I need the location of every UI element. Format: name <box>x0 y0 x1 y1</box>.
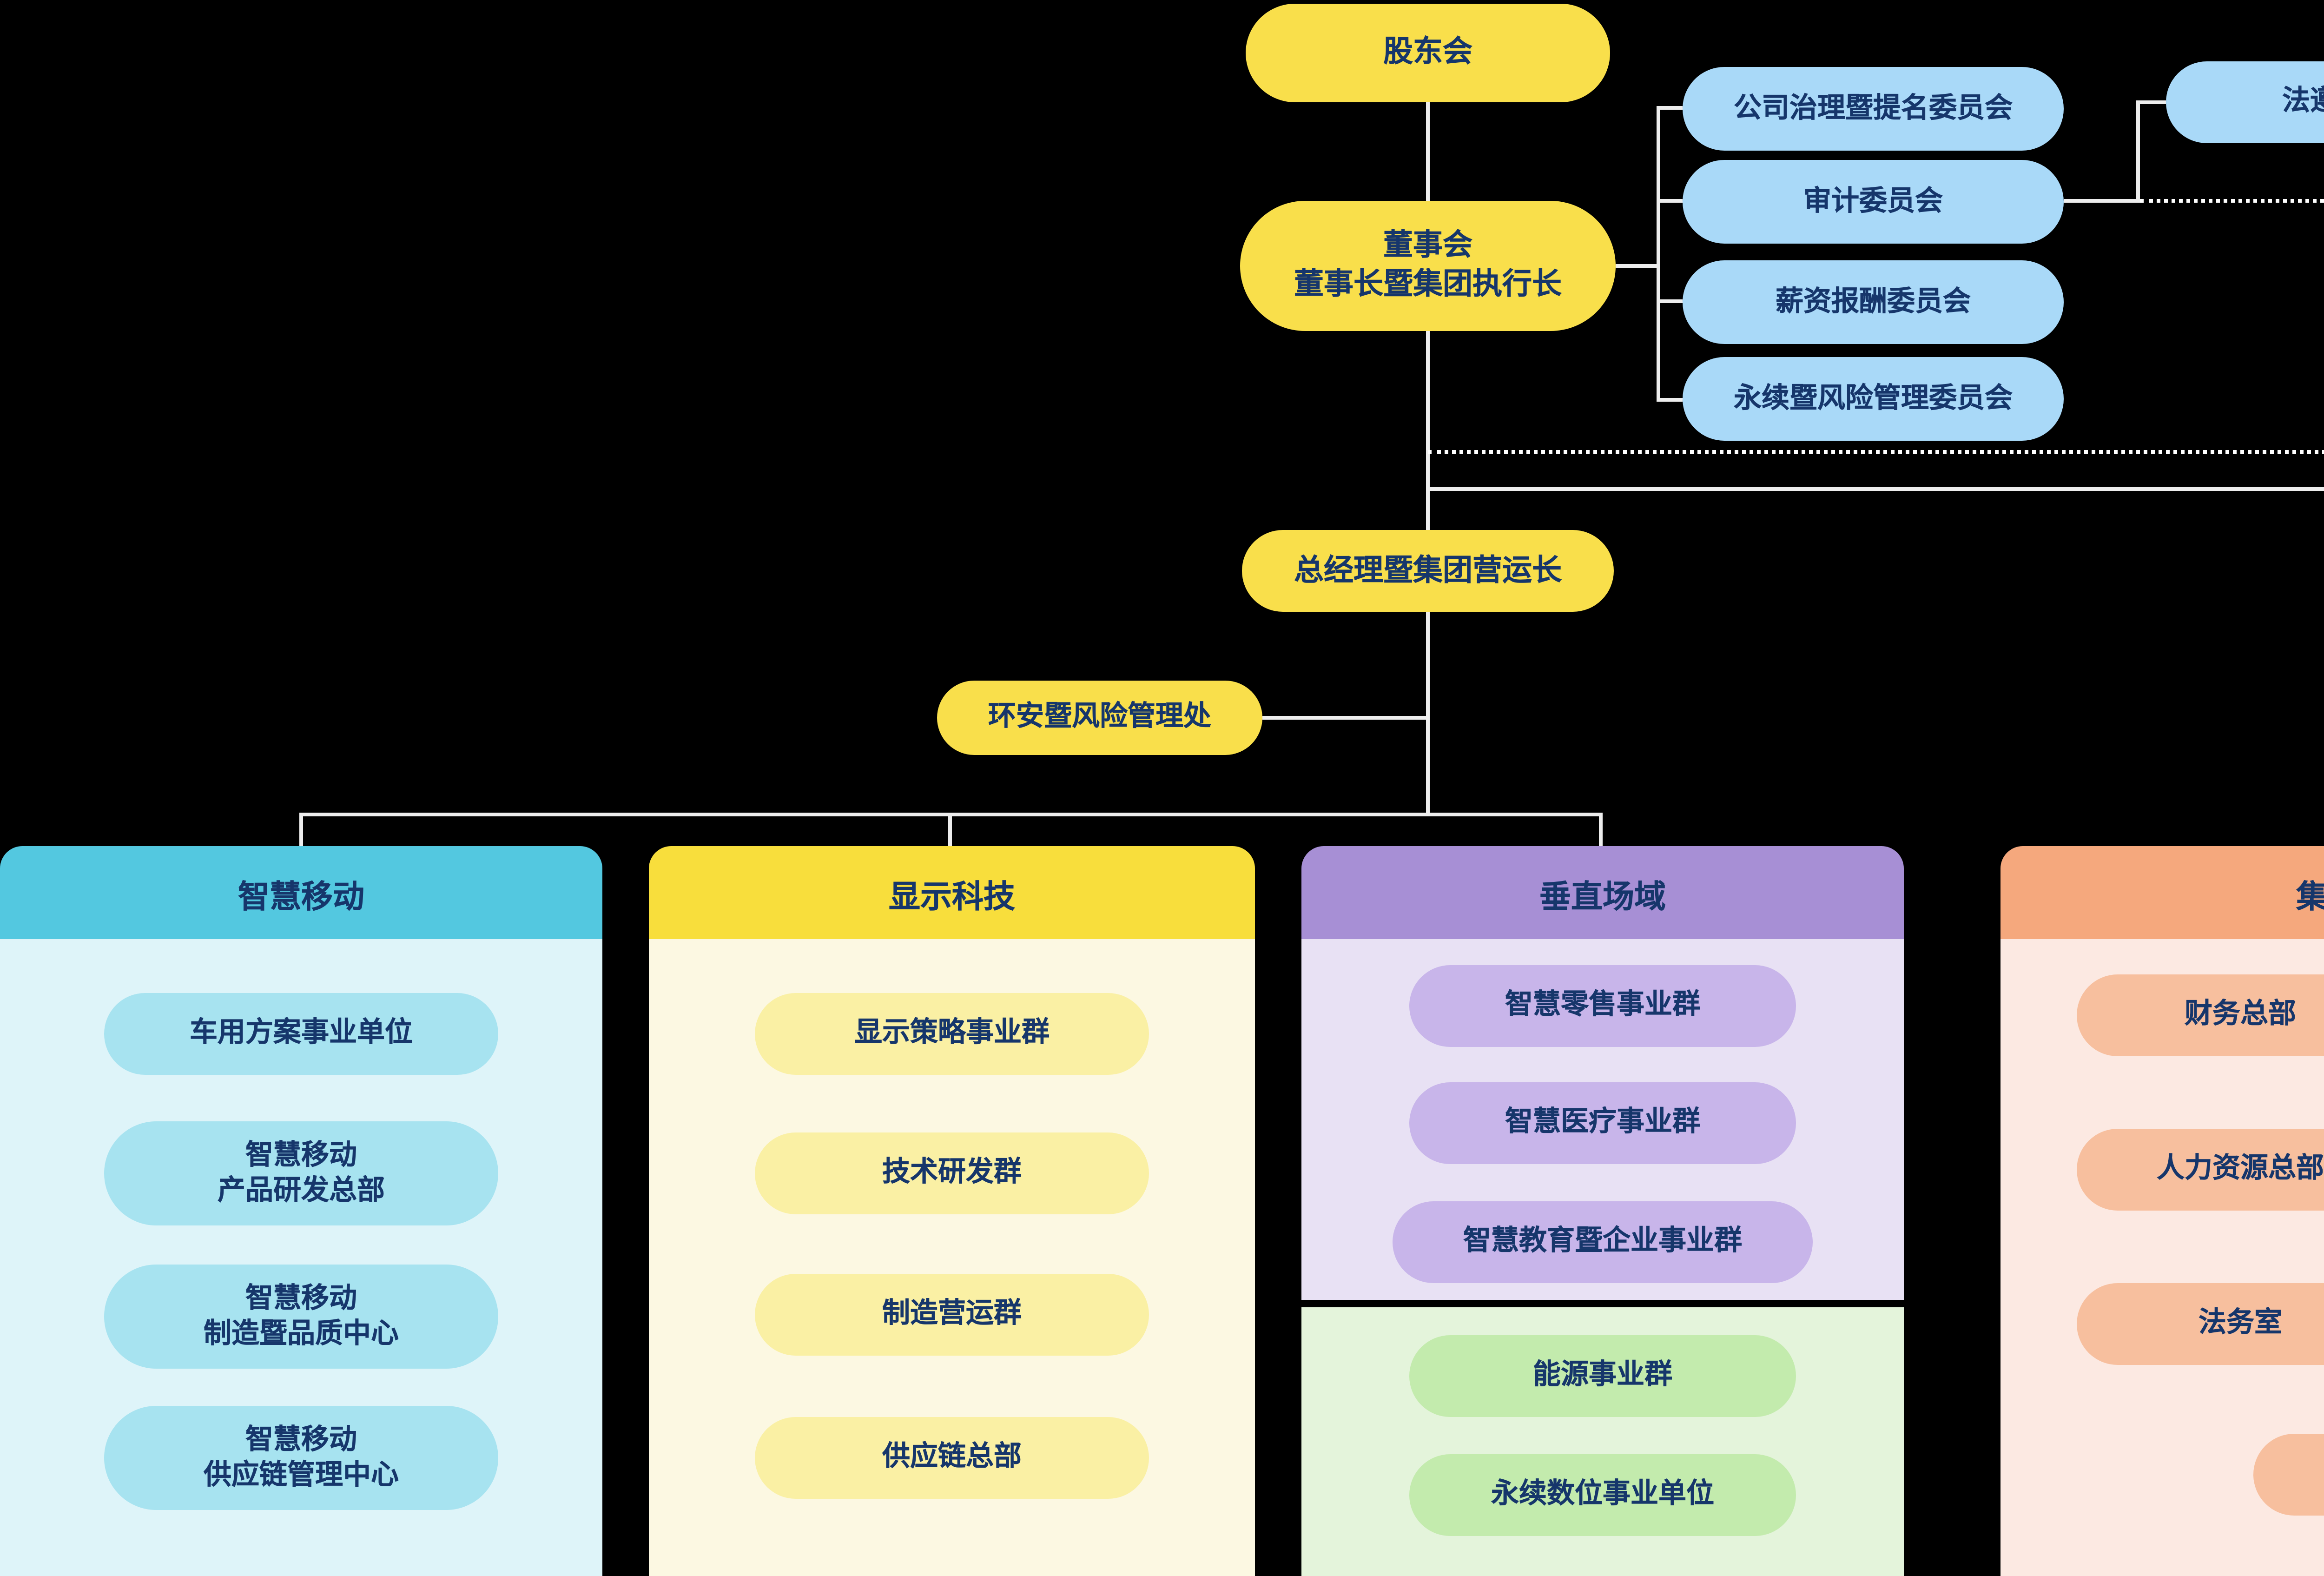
group-item: 智慧移动 产品研发总部 <box>104 1121 498 1225</box>
connector-line <box>1599 813 1603 846</box>
connector-line <box>1426 102 1430 201</box>
node-label: 显示策略事业群 <box>854 1016 1050 1049</box>
node-label: 供应链总部 <box>882 1440 1022 1473</box>
committee-sustainability-risk: 永续暨风险管理委员会 <box>1683 357 2064 441</box>
connector-line <box>948 813 952 846</box>
node-ehs-risk-office: 环安暨风险管理处 <box>937 681 1262 755</box>
node-label: 能源事业群 <box>1532 1358 1672 1391</box>
node-label: 总经理暨集团营运长 <box>1294 551 1562 587</box>
group-item: 能源事业群 <box>1409 1335 1796 1417</box>
node-label: 股东会 <box>1383 33 1472 69</box>
node-label: 环安暨风险管理处 <box>988 700 1211 733</box>
connector-line <box>1660 299 1683 303</box>
group-display-technology: 显示科技 显示策略事业群 技术研发群 制造营运群 供应链总部 <box>649 846 1255 1576</box>
node-label: 薪资报酬委员会 <box>1775 284 1971 318</box>
group-title: 显示科技 <box>889 879 1015 916</box>
node-board: 董事会 董事长暨集团执行长 <box>1240 201 1616 331</box>
group-item: 智慧教育暨企业事业群 <box>1393 1201 1813 1283</box>
group-item: 技术研发群 <box>755 1132 1149 1214</box>
group-item: 显示策略事业群 <box>755 993 1149 1075</box>
committee-compensation: 薪资报酬委员会 <box>1683 260 2064 344</box>
node-label: 人力资源总部 <box>2156 1152 2324 1185</box>
node-label: 法遵总顾问 <box>2282 84 2324 118</box>
node-label: 董事会 董事长暨集团执行长 <box>1294 227 1562 301</box>
node-label: 永续数位事业单位 <box>1491 1477 1714 1510</box>
node-label: 智慧教育暨企业事业群 <box>1463 1224 1742 1258</box>
connector-line <box>1616 264 1660 268</box>
group-smart-mobility: 智慧移动 车用方案事业单位 智慧移动 产品研发总部 智慧移动 制造暨品质中心 智… <box>0 846 602 1576</box>
group-item: 供应链总部 <box>755 1417 1149 1499</box>
connector-line <box>1660 106 1683 110</box>
group-header: 集团营运支援单位 <box>2000 846 2324 939</box>
node-label: 法务室 <box>2198 1306 2282 1339</box>
node-label: 智慧零售事业群 <box>1505 988 1700 1021</box>
group-header: 垂直场域 <box>1301 846 1904 939</box>
node-label: 财务总部 <box>2184 997 2296 1031</box>
connector-line <box>1426 612 1430 816</box>
group-header: 显示科技 <box>649 846 1255 939</box>
connector-line <box>2140 100 2166 104</box>
node-label: 审计委员会 <box>1803 184 1943 217</box>
group-item: 智慧医疗事业群 <box>1409 1082 1796 1164</box>
connector-line <box>1660 199 1683 203</box>
node-ceo-coo: 总经理暨集团营运长 <box>1242 530 1614 612</box>
group-item: 财务总部 <box>2077 974 2324 1056</box>
group-item: 智慧移动 供应链管理中心 <box>104 1406 498 1510</box>
node-label: 智慧移动 制造暨品质中心 <box>203 1280 399 1350</box>
group-title: 智慧移动 <box>238 879 364 916</box>
group-item: 智慧移动 制造暨品质中心 <box>104 1265 498 1369</box>
connector-line <box>2136 100 2140 203</box>
node-label: 技术研发群 <box>882 1155 1022 1189</box>
connector-line <box>1426 487 2324 491</box>
group-item: 车用方案事业单位 <box>104 993 498 1075</box>
group-item: 人力资源总部 <box>2077 1129 2324 1211</box>
group-item: 稽核管理处 <box>2253 1434 2324 1516</box>
committee-audit: 审计委员会 <box>1683 160 2064 244</box>
group-operations-support: 集团营运支援单位 财务总部 数位技术发展总部 人力资源总部 永续发展总部 法务室… <box>2000 846 2324 1576</box>
group-item: 法务室 <box>2077 1283 2324 1365</box>
connector-line <box>299 813 303 846</box>
node-shareholders: 股东会 <box>1246 4 1610 102</box>
group-item: 制造营运群 <box>755 1274 1149 1356</box>
node-label: 公司治理暨提名委员会 <box>1733 91 2013 124</box>
node-label: 智慧移动 产品研发总部 <box>217 1137 385 1207</box>
node-label: 永续暨风险管理委员会 <box>1733 381 2013 414</box>
dotted-line <box>2140 199 2324 203</box>
group-item: 永续数位事业单位 <box>1409 1454 1796 1536</box>
node-compliance-counsel: 法遵总顾问 <box>2166 61 2324 143</box>
committee-governance-nomination: 公司治理暨提名委员会 <box>1683 67 2064 151</box>
dotted-line <box>1428 450 2324 454</box>
connector-line <box>1660 398 1683 402</box>
group-title: 集团营运支援单位 <box>2296 869 2324 916</box>
node-label: 智慧移动 供应链管理中心 <box>203 1422 399 1491</box>
node-label: 制造营运群 <box>882 1297 1022 1330</box>
connector-line <box>1426 331 1430 530</box>
group-title: 垂直场域 <box>1539 879 1666 916</box>
group-header: 智慧移动 <box>0 846 602 939</box>
connector-line <box>1657 106 1660 402</box>
group-vertical-domains: 垂直场域 智慧零售事业群 智慧医疗事业群 智慧教育暨企业事业群 能源事业群 永续… <box>1301 846 1904 1576</box>
connector-line <box>2064 199 2140 203</box>
connector-line <box>1262 716 1426 720</box>
node-label: 车用方案事业单位 <box>189 1016 413 1049</box>
node-label: 智慧医疗事业群 <box>1505 1105 1700 1139</box>
group-item: 智慧零售事业群 <box>1409 965 1796 1047</box>
